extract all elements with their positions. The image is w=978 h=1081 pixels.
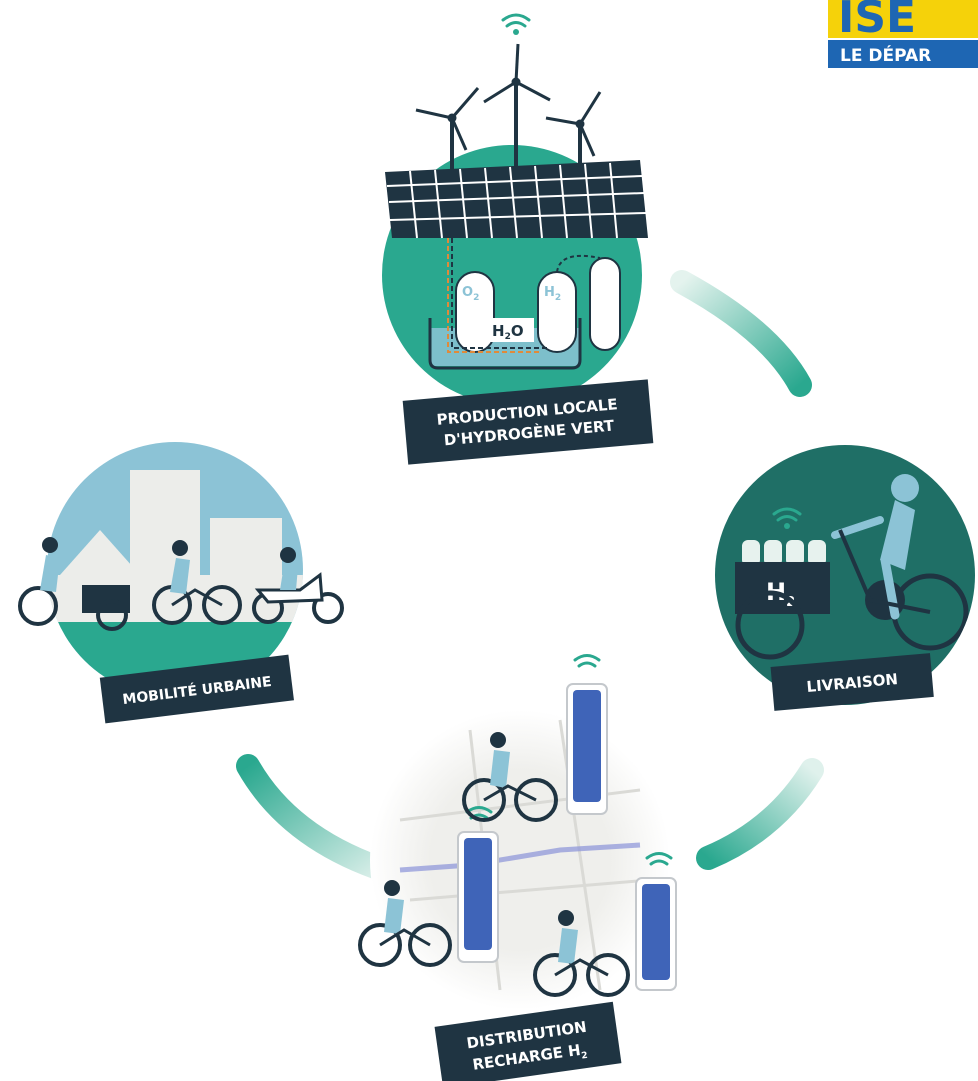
h2-pump — [566, 683, 608, 815]
storage-tank — [589, 257, 621, 351]
livraison-label: LIVRAISON — [770, 653, 934, 711]
distribution-label: DISTRIBUTION RECHARGE H2 — [434, 1001, 622, 1081]
mobilite-station: MOBILITÉ URBAINE — [18, 442, 344, 724]
livraison-station: H2 LIVRAISON — [715, 445, 975, 711]
wifi-icon — [573, 654, 601, 662]
arc-livraison-distribution — [696, 758, 824, 870]
o2-label: O2 — [462, 285, 479, 303]
production-station: O2 H2 H2O — [382, 13, 654, 465]
h2-pump — [635, 877, 677, 991]
logo-word: ISE — [838, 0, 916, 43]
logo: ISE LE DÉPAR — [828, 0, 978, 68]
h2-bottles — [742, 540, 826, 566]
cyclist — [358, 880, 452, 967]
distribution-station: DISTRIBUTION RECHARGE H2 — [358, 654, 677, 1081]
cyclist — [462, 732, 558, 822]
bike-rider — [152, 540, 242, 625]
arc-production-livraison — [670, 270, 812, 397]
cargo-box — [735, 562, 830, 614]
wifi-icon — [501, 13, 531, 35]
h2-pump — [457, 831, 499, 963]
svg-text:H2O: H2O — [492, 322, 524, 342]
electrolyser-basin — [428, 318, 582, 370]
water-label: H2O — [488, 318, 534, 342]
cargo-bike-rider — [18, 537, 130, 631]
solar-panel — [385, 160, 648, 239]
cyclist — [533, 910, 630, 997]
wifi-icon — [772, 507, 802, 529]
logo-tagline: LE DÉPAR — [840, 44, 931, 66]
production-label: PRODUCTION LOCALE D'HYDROGÈNE VERT — [402, 379, 654, 465]
scooter-rider — [252, 547, 344, 624]
h2-tank — [537, 271, 577, 353]
arc-mobilite-distribution — [236, 754, 402, 884]
wifi-icon — [645, 852, 673, 860]
mobilite-label: MOBILITÉ URBAINE — [99, 654, 294, 724]
h2-label: H2 — [544, 285, 561, 303]
wind-turbines — [415, 43, 602, 175]
